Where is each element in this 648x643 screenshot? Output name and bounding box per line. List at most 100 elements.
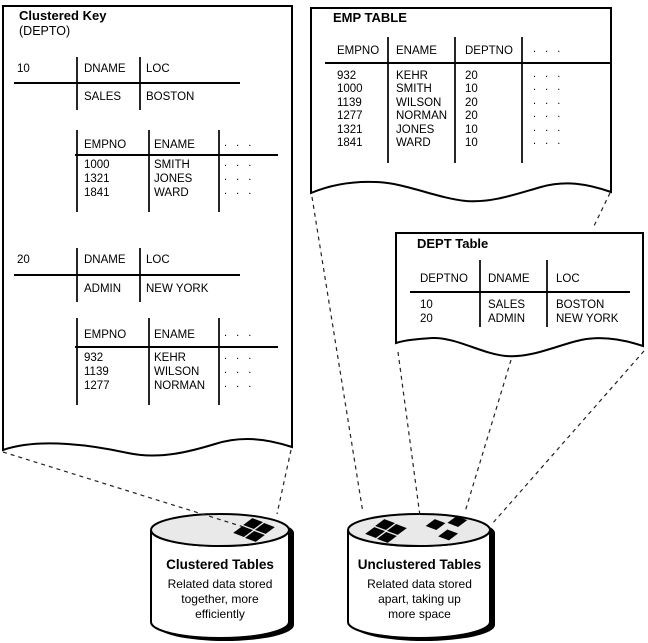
table-cell: ADMIN [84, 283, 122, 295]
table-cell: SALES [84, 91, 122, 103]
table-cell: WARD [396, 137, 431, 149]
table-cell: NEW YORK [556, 313, 619, 325]
unclustered-disk-caption-line: apart, taking up [378, 592, 461, 606]
ellipsis-cell: . . . [224, 327, 255, 339]
dept-table-rules [410, 260, 630, 327]
table-cell: 10 [420, 299, 433, 311]
clustered-disk-title: Clustered Tables [166, 557, 274, 572]
table-cell: 1321 [84, 173, 110, 185]
column-header: DEPTNO [465, 45, 513, 57]
table-cell: 1841 [337, 137, 363, 149]
table-cell: WILSON [396, 97, 442, 109]
column-header: DNAME [488, 273, 530, 285]
table-cell: NORMAN [154, 380, 206, 392]
table-cell: 10 [465, 83, 478, 95]
cluster10-emp-rules [75, 130, 278, 212]
ellipsis-cell: . . . [224, 364, 255, 376]
table-cell: 10 [465, 137, 478, 149]
column-header: ENAME [396, 45, 437, 57]
unclustered-disk [347, 513, 495, 641]
ellipsis-cell: . . . [224, 350, 255, 362]
unclustered-disk-label: Unclustered Tables Related data stored a… [348, 557, 491, 622]
pointer-dashed-lines [2, 192, 645, 529]
column-header: DEPTNO [420, 273, 468, 285]
emp-table-panel [310, 7, 612, 203]
table-cell: BOSTON [146, 91, 195, 103]
clustered-disk [150, 513, 294, 641]
table-cell: 1139 [84, 366, 109, 378]
table-cell: 1139 [337, 97, 362, 109]
column-header: LOC [146, 254, 170, 266]
column-header: EMPNO [84, 139, 127, 151]
column-header: EMPNO [84, 329, 127, 341]
table-cell: ADMIN [488, 313, 526, 325]
table-cell: WILSON [154, 366, 200, 378]
ellipsis-cell: . . . [533, 68, 564, 80]
table-cell: 1277 [84, 380, 110, 392]
table-cell: KEHR [396, 70, 428, 82]
table-cell: 1321 [337, 124, 363, 136]
ellipsis-cell: . . . [533, 122, 564, 134]
table-cell: JONES [396, 124, 435, 136]
ellipsis-cell: . . . [224, 378, 255, 390]
emp-table-rules [325, 37, 610, 163]
table-cell: 1841 [84, 187, 110, 199]
table-cell: 20 [465, 110, 478, 122]
unclustered-disk-title: Unclustered Tables [357, 557, 482, 572]
clustered-disk-caption-line: Related data stored [167, 577, 273, 591]
ellipsis-cell: . . . [224, 137, 255, 149]
table-cell: SMITH [154, 159, 190, 171]
column-header: ENAME [154, 139, 195, 151]
emp-table-title: EMP TABLE [333, 10, 407, 25]
table-cell: 1000 [337, 83, 363, 95]
ellipsis-cell: . . . [533, 108, 564, 120]
table-cell: BOSTON [556, 299, 605, 311]
ellipsis-cell: . . . [224, 157, 255, 169]
table-cell: NEW YORK [146, 283, 209, 295]
cluster10-dept-rules [14, 57, 240, 110]
pointer-dashed-line [2, 451, 248, 529]
cluster-key-value: 10 [17, 63, 30, 75]
table-cell: 932 [337, 70, 357, 82]
ellipsis-cell: . . . [533, 43, 564, 55]
column-header: LOC [556, 273, 580, 285]
table-cell: 20 [420, 313, 433, 325]
table-cell: 1000 [84, 159, 110, 171]
table-cell: JONES [154, 173, 193, 185]
column-header: DNAME [84, 63, 126, 75]
pointer-dashed-line [276, 449, 292, 515]
clustered-disk-caption-line: together, more [181, 592, 259, 606]
table-cell: NORMAN [396, 110, 448, 122]
table-cell: WARD [154, 187, 189, 199]
ellipsis-cell: . . . [533, 81, 564, 93]
column-header: LOC [146, 63, 170, 75]
ellipsis-cell: . . . [224, 171, 255, 183]
column-header: DNAME [84, 254, 126, 266]
table-cell: KEHR [154, 352, 186, 364]
column-header: ENAME [154, 329, 195, 341]
unclustered-disk-caption-line: Related data stored [367, 577, 472, 591]
table-cell: 20 [465, 70, 478, 82]
cluster-key-value: 20 [17, 254, 30, 266]
pointer-dashed-line [311, 196, 364, 514]
pointer-dashed-line [592, 192, 611, 229]
pointer-dashed-line [464, 359, 512, 513]
cluster20-dept-rules [14, 248, 240, 302]
column-header: EMPNO [337, 45, 380, 57]
table-cell: 20 [465, 97, 478, 109]
clustered-disk-caption-line: efficiently [195, 607, 245, 621]
table-cell: 932 [84, 352, 104, 364]
table-cell: SMITH [396, 83, 432, 95]
table-cell: 10 [465, 124, 478, 136]
pointer-dashed-line [397, 351, 421, 517]
ellipsis-cell: . . . [533, 95, 564, 107]
ellipsis-cell: . . . [533, 135, 564, 147]
clustered-key-subtitle: (DEPTO) [19, 24, 71, 38]
ellipsis-cell: . . . [224, 185, 255, 197]
clustered-disk-label: Clustered Tables Related data stored tog… [150, 557, 290, 622]
table-cell: SALES [488, 299, 526, 311]
table-cell: 1277 [337, 110, 363, 122]
dept-table-title: DEPT Table [417, 236, 489, 251]
